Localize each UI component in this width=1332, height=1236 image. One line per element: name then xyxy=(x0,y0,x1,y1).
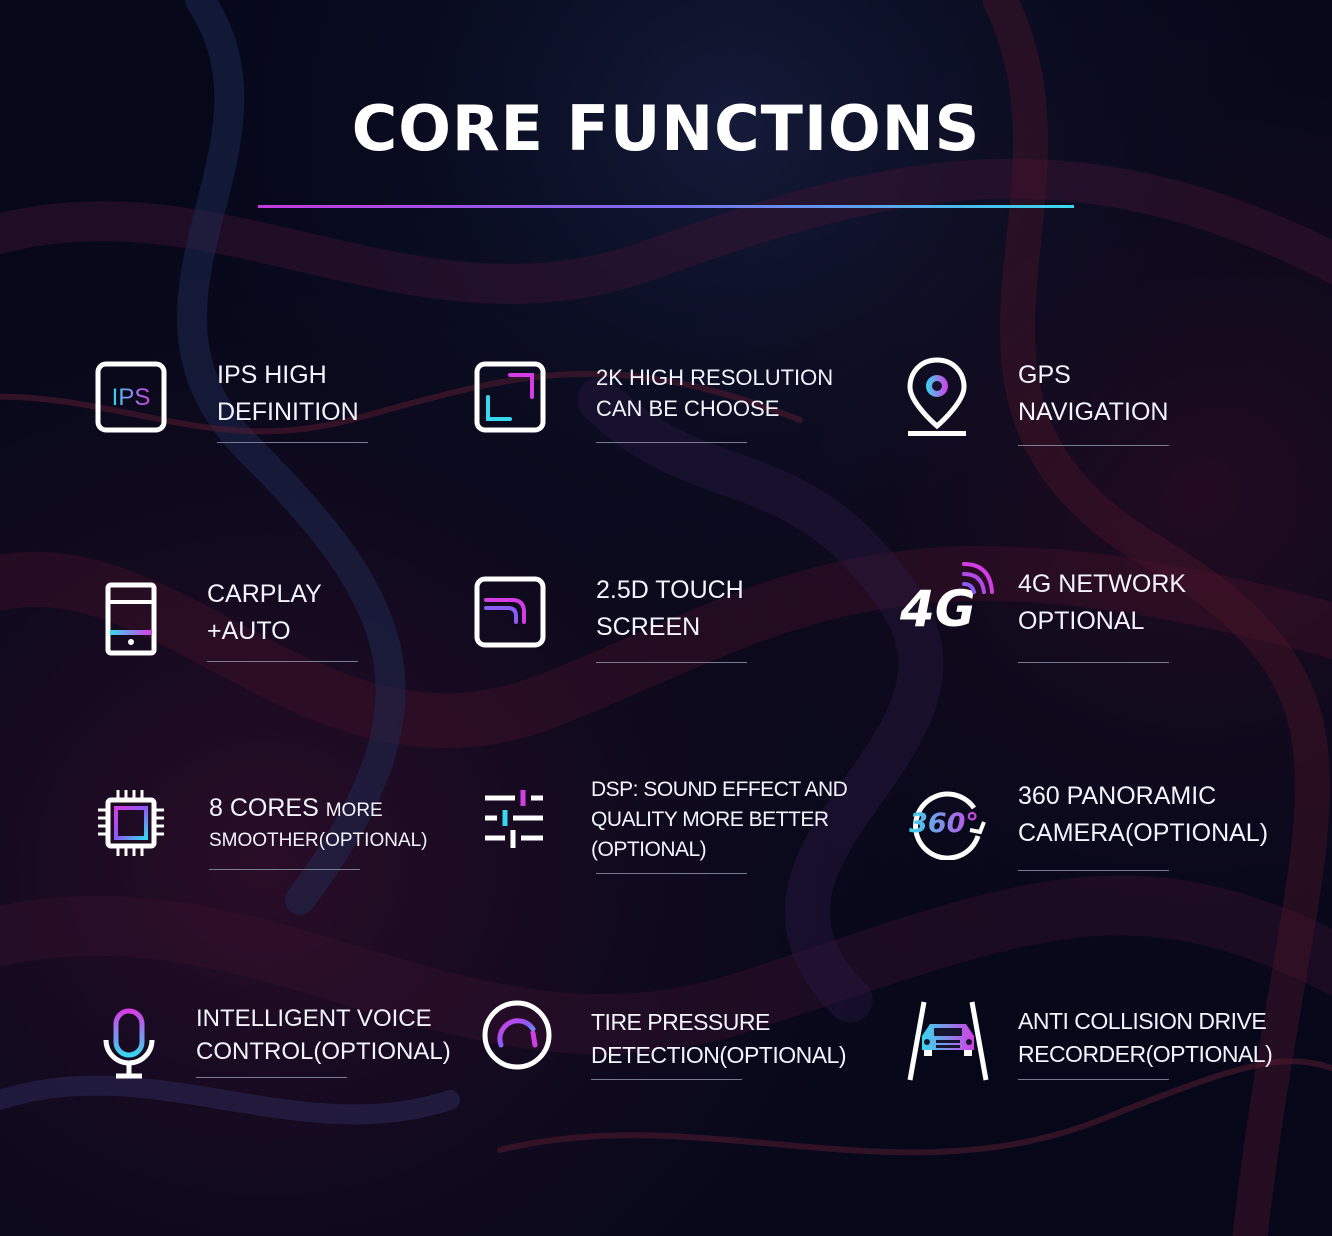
equalizer-icon xyxy=(485,790,545,850)
feature-label-line: 8 CORES xyxy=(209,794,319,822)
feature-underline xyxy=(1018,1079,1169,1080)
4g-signal-icon: 4G xyxy=(898,562,994,638)
tablet-icon xyxy=(105,582,157,656)
feature-label-line: CAMERA(OPTIONAL) xyxy=(1018,819,1269,847)
svg-text:4G: 4G xyxy=(899,580,976,638)
feature-label-line: (OPTIONAL) xyxy=(591,838,707,861)
svg-text:IPS: IPS xyxy=(112,384,151,411)
feature-underline xyxy=(1018,662,1169,663)
feature-underline xyxy=(1018,445,1169,446)
microphone-icon xyxy=(102,1008,156,1080)
car-lane-icon xyxy=(906,1000,990,1082)
feature-label-suffix: MORE xyxy=(325,800,383,821)
touch-screen-icon xyxy=(474,576,546,648)
resolution-frame-icon xyxy=(474,361,546,433)
feature-label-line: 360 PANORAMIC xyxy=(1018,782,1217,810)
feature-underline xyxy=(596,662,747,663)
svg-text:360°: 360° xyxy=(909,808,979,839)
feature-label-line: GPS xyxy=(1018,361,1071,389)
page-title: CORE FUNCTIONS xyxy=(351,92,981,165)
ips-icon: IPS xyxy=(95,361,167,433)
feature-label-line: NAVIGATION xyxy=(1018,398,1169,426)
feature-label-line: TIRE PRESSURE xyxy=(591,1009,770,1035)
feature-label-line: INTELLIGENT VOICE xyxy=(196,1005,432,1032)
feature-label-line: 4G NETWORK xyxy=(1018,570,1187,598)
feature-label-line: DEFINITION xyxy=(217,398,359,426)
feature-label-line: CAN BE CHOOSE xyxy=(596,396,780,421)
feature-label-line: SCREEN xyxy=(596,613,701,641)
feature-label-line: DSP: SOUND EFFECT AND xyxy=(591,778,848,801)
feature-underline xyxy=(217,442,368,443)
feature-underline xyxy=(591,1079,742,1080)
feature-label-line: DETECTION(OPTIONAL) xyxy=(591,1042,847,1068)
feature-label-line: QUALITY MORE BETTER xyxy=(591,808,829,831)
feature-label-line: SMOOTHER(OPTIONAL) xyxy=(209,830,428,851)
feature-underline xyxy=(596,873,747,874)
feature-label-line: +AUTO xyxy=(207,617,291,645)
feature-label-line: IPS HIGH xyxy=(217,361,327,389)
gauge-icon xyxy=(481,999,553,1071)
title-underline xyxy=(258,205,1074,208)
feature-label-line: OPTIONAL xyxy=(1018,607,1145,635)
feature-label-line: RECORDER(OPTIONAL) xyxy=(1018,1041,1273,1067)
feature-label-line: 2.5D TOUCH xyxy=(596,576,744,604)
feature-underline xyxy=(209,869,360,870)
feature-underline xyxy=(196,1077,347,1078)
feature-label-line: ANTI COLLISION DRIVE xyxy=(1018,1008,1267,1034)
feature-underline xyxy=(1018,870,1169,871)
feature-underline xyxy=(596,442,747,443)
360-camera-icon: 360° xyxy=(906,786,990,860)
feature-underline xyxy=(207,661,358,662)
cpu-chip-icon xyxy=(96,788,166,858)
feature-label-line: 2K HIGH RESOLUTION xyxy=(596,365,834,390)
feature-label-line: CONTROL(OPTIONAL) xyxy=(196,1038,451,1065)
location-pin-icon xyxy=(904,356,970,438)
feature-label-line: CARPLAY xyxy=(207,580,322,608)
